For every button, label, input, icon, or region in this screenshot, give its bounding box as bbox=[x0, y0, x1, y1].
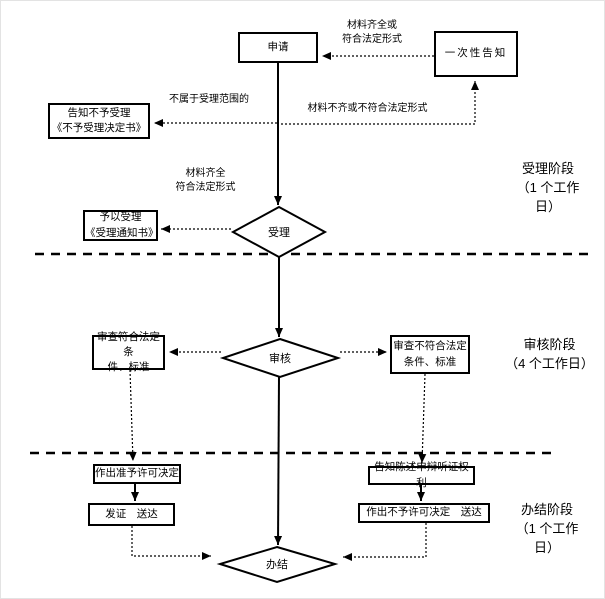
node-accept-notice: 予以受理 《受理通知书》 bbox=[83, 210, 159, 241]
arrow-reviewfail-to-inform bbox=[418, 373, 427, 464]
diamond-audit-label: 审核 bbox=[269, 353, 291, 365]
edge-label-materials-complete-legal: 材料齐全 符合法定形式 bbox=[175, 168, 236, 193]
node-inform-rights: 告知陈述申辩听证权利 bbox=[368, 461, 475, 489]
arrow-issue-to-complete bbox=[131, 526, 211, 560]
node-issue-deliver: 发证 送达 bbox=[88, 503, 175, 526]
arrow-deny-to-complete bbox=[343, 523, 427, 561]
diamond-complete-label: 办结 bbox=[266, 559, 288, 571]
diamond-audit bbox=[219, 337, 342, 379]
node-review-fail: 审查不符合法定 条件、标准 bbox=[390, 335, 470, 374]
edge-label-not-in-acceptance-scope: 不属于受理范围的 bbox=[169, 94, 249, 105]
stage-label-audit: 审核阶段 （4 个工作日） bbox=[505, 337, 594, 371]
diamond-accept-label: 受理 bbox=[268, 227, 290, 239]
arrow-audit-to-complete bbox=[274, 376, 283, 546]
node-review-pass: 审查符合法定条 件、标准 bbox=[92, 331, 165, 373]
node-grant-decision: 作出准予许可决定 bbox=[93, 464, 181, 484]
node-deny-deliver: 作出不予许可决定 送达 bbox=[358, 503, 490, 523]
edge-label-materials-incomplete: 材料不齐或不符合法定形式 bbox=[307, 103, 428, 114]
diamond-complete bbox=[216, 545, 339, 584]
node-apply: 申请 bbox=[238, 32, 318, 63]
edge-label-materials-complete-or-legal: 材料齐全或 符合法定形式 bbox=[342, 20, 402, 45]
arrow-to-onetime-notice bbox=[277, 81, 479, 125]
stage-label-acceptance: 受理阶段 （1 个工作 日） bbox=[516, 161, 580, 214]
node-one-time-notice: 一次性告知 bbox=[434, 31, 518, 77]
arrow-reviewpass-to-grant bbox=[128, 369, 137, 462]
node-reject-notice: 告知不予受理 《不予受理决定书》 bbox=[48, 103, 150, 139]
stage-label-completion: 办结阶段 （1 个工作 日） bbox=[515, 502, 579, 555]
